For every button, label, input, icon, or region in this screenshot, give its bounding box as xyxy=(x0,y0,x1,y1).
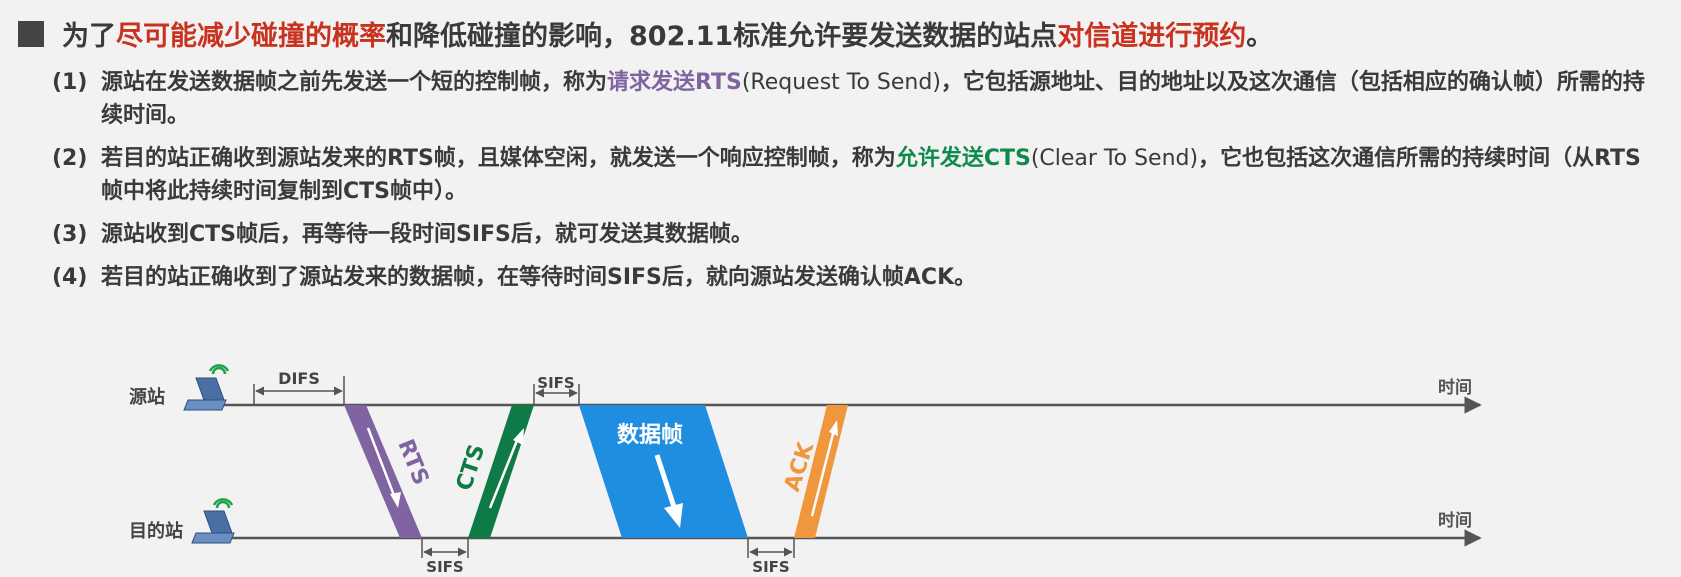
step-text: 源站在发送数据帧之前先发送一个短的控制帧，称为请求发送RTS(Request T… xyxy=(101,66,1652,132)
step-text: 若目的站正确收到了源站发来的数据帧，在等待时间SIFS后，就向源站发送确认帧AC… xyxy=(101,261,1652,294)
step-text-part: 若目的站正确收到源站发来的RTS帧，且媒体空闲，就发送一个响应控制帧，称为 xyxy=(101,146,896,171)
rts-term: 请求发送RTS xyxy=(607,70,742,95)
rts-label: RTS xyxy=(392,436,433,489)
step-text-part: ，它包括源地址、目的地址以及这次通信（包括相应的确认帧）所需的持续时间。 xyxy=(101,70,1645,128)
headline-part: 为了 xyxy=(62,21,116,52)
source-laptop-icon xyxy=(183,364,230,411)
sifs-label: SIFS xyxy=(537,374,574,392)
source-time-label: 时间 xyxy=(1438,377,1472,398)
sifs-interval-bottom-2: SIFS xyxy=(747,538,795,576)
step-text: 源站收到CTS帧后，再等待一段时间SIFS后，就可发送其数据帧。 xyxy=(101,218,1652,251)
rts-expansion: (Request To Send) xyxy=(741,70,941,95)
headline-text: 为了尽可能减少碰撞的概率和降低碰撞的影响，802.11标准允许要发送数据的站点对… xyxy=(62,14,1273,53)
ack-frame: ACK xyxy=(780,405,848,538)
step-text-part: 若目的站正确收到了源站发来的数据帧，在等待时间SIFS后，就向源站发送确认帧AC… xyxy=(101,265,977,290)
step-text-part: 源站在发送数据帧之前先发送一个短的控制帧，称为 xyxy=(101,70,608,95)
dest-laptop-icon xyxy=(191,498,235,544)
sifs-label: SIFS xyxy=(426,558,463,576)
step-number: (2) xyxy=(52,146,88,171)
dest-time-label: 时间 xyxy=(1438,510,1472,531)
dest-station-label: 目的站 xyxy=(129,520,183,542)
data-frame: 数据帧 xyxy=(579,405,748,538)
data-frame-label: 数据帧 xyxy=(617,422,683,448)
step-item: (2) 若目的站正确收到源站发来的RTS帧，且媒体空闲，就发送一个响应控制帧，称… xyxy=(52,142,1652,208)
sifs-label: SIFS xyxy=(752,558,789,576)
headline-highlight: 对信道进行预约 xyxy=(1057,21,1247,52)
step-number: (1) xyxy=(52,70,88,95)
step-item: (1) 源站在发送数据帧之前先发送一个短的控制帧，称为请求发送RTS(Reque… xyxy=(52,66,1652,132)
difs-interval: DIFS xyxy=(253,369,345,405)
sifs-interval-bottom-1: SIFS xyxy=(421,538,469,576)
difs-label: DIFS xyxy=(278,369,320,388)
step-list: (1) 源站在发送数据帧之前先发送一个短的控制帧，称为请求发送RTS(Reque… xyxy=(52,66,1652,304)
step-text-part: 源站收到CTS帧后，再等待一段时间SIFS后，就可发送其数据帧。 xyxy=(101,222,753,247)
source-station-label: 源站 xyxy=(129,386,165,408)
step-text-part: ，它也包括这次通信所需的持续时间（从RTS帧中将此持续时间复制到CTS帧中）。 xyxy=(101,146,1641,204)
headline: 为了尽可能减少碰撞的概率和降低碰撞的影响，802.11标准允许要发送数据的站点对… xyxy=(18,14,1273,53)
step-number: (4) xyxy=(52,265,88,290)
step-item: (3) 源站收到CTS帧后，再等待一段时间SIFS后，就可发送其数据帧。 xyxy=(52,218,1652,251)
step-text: 若目的站正确收到源站发来的RTS帧，且媒体空闲，就发送一个响应控制帧，称为允许发… xyxy=(101,142,1652,208)
step-number: (3) xyxy=(52,222,88,247)
headline-part: 和降低碰撞的影响，802.11标准允许要发送数据的站点 xyxy=(386,21,1058,52)
cts-label: CTS xyxy=(452,441,490,493)
cts-frame: CTS xyxy=(452,405,534,538)
cts-expansion: (Clear To Send) xyxy=(1030,146,1199,171)
step-item: (4) 若目的站正确收到了源站发来的数据帧，在等待时间SIFS后，就向源站发送确… xyxy=(52,261,1652,294)
headline-highlight: 尽可能减少碰撞的概率 xyxy=(116,21,386,52)
sifs-interval-top: SIFS xyxy=(533,374,580,405)
bullet-square-icon xyxy=(18,20,44,47)
rts-frame: RTS xyxy=(344,405,433,538)
headline-part: 。 xyxy=(1246,21,1274,52)
cts-term: 允许发送CTS xyxy=(895,146,1031,171)
